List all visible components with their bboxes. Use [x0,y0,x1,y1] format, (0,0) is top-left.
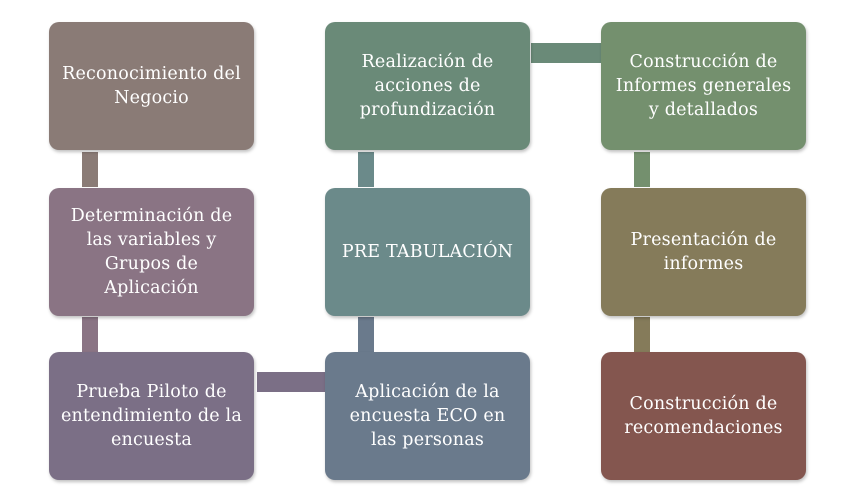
step-determinacion-variables: Determinación de las variables y Grupos … [49,188,254,316]
step-label: Determinación de las variables y Grupos … [70,206,233,298]
step-reconocimiento-negocio: Reconocimiento del Negocio [49,22,254,150]
step-pre-tabulacion: PRE TABULACIÓN [325,188,530,316]
step-label: Aplicación de la encuesta ECO en las per… [349,382,506,450]
connector-3-4 [257,372,327,392]
step-label: Presentación de informes [630,230,777,274]
connector-6-7 [531,43,601,63]
step-label: PRE TABULACIÓN [341,242,514,262]
connector-1-2 [82,152,98,187]
step-aplicacion-encuesta: Aplicación de la encuesta ECO en las per… [325,352,530,480]
step-label: Construcción de Informes generales y det… [615,52,792,120]
step-prueba-piloto: Prueba Piloto de entendimiento de la enc… [49,352,254,480]
connector-5-6 [358,152,374,187]
step-presentacion-informes: Presentación de informes [601,188,806,316]
connector-2-3 [82,317,98,352]
connector-4-5 [358,317,374,352]
step-construccion-informes: Construcción de Informes generales y det… [601,22,806,150]
step-acciones-profundizacion: Realización de acciones de profundizació… [325,22,530,150]
connector-8-9 [634,317,650,352]
step-label: Prueba Piloto de entendimiento de la enc… [61,382,242,450]
step-label: Reconocimiento del Negocio [62,64,241,108]
connector-7-8 [634,152,650,187]
step-label: Realización de acciones de profundizació… [359,52,496,120]
step-label: Construcción de recomendaciones [624,394,783,438]
step-construccion-recomendaciones: Construcción de recomendaciones [601,352,806,480]
